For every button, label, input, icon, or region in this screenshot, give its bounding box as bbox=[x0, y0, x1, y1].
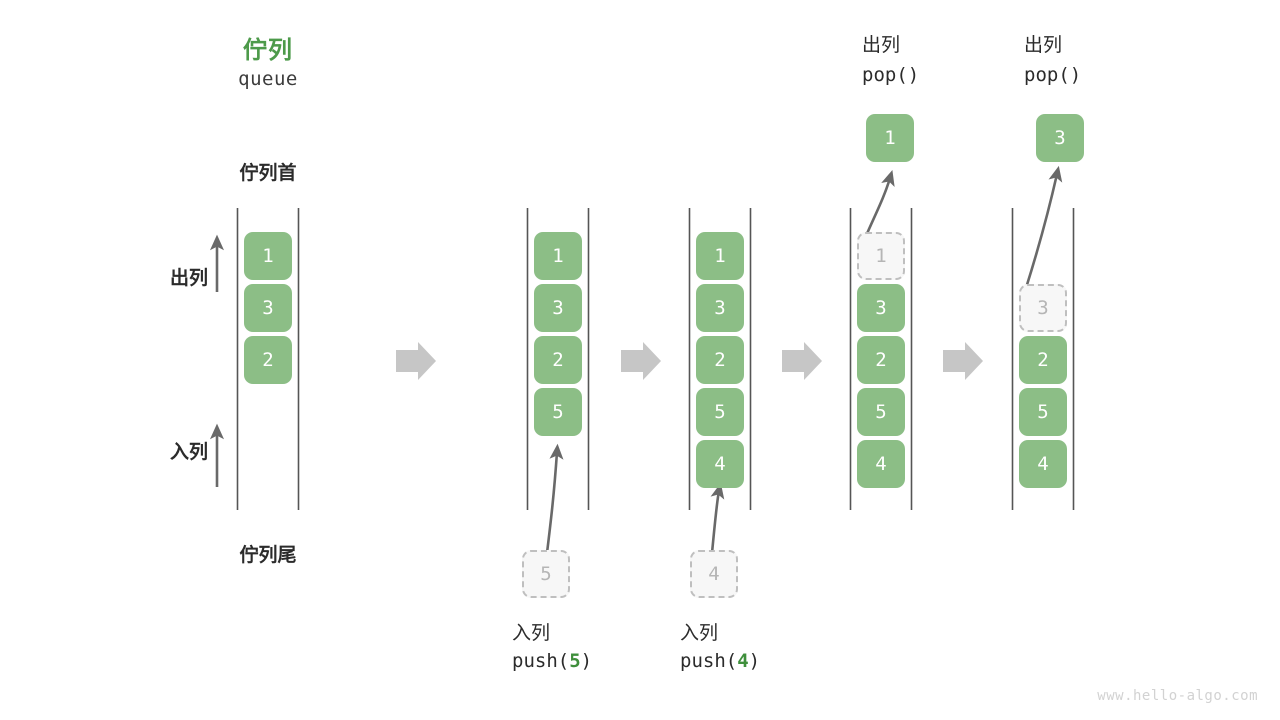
pending-element-ghost: 4 bbox=[690, 550, 738, 598]
queue-tail-label: 佇列尾 bbox=[239, 545, 297, 566]
caption-push-5: 入列 push(5) bbox=[512, 620, 712, 675]
step-connector-2 bbox=[621, 342, 661, 380]
queue-element: 3 bbox=[857, 284, 905, 332]
pop-arrow-col-4 bbox=[864, 170, 895, 237]
queue-element: 2 bbox=[1019, 336, 1067, 384]
queue-element-new: 4 bbox=[696, 440, 744, 488]
queue-element: 1 bbox=[534, 232, 582, 280]
caption-cn: 入列 bbox=[680, 623, 719, 644]
caption-push-4: 入列 push(4) bbox=[680, 620, 880, 675]
caption-arg: 5 bbox=[569, 649, 581, 672]
diagram-title-en: queue bbox=[238, 68, 298, 90]
popped-element: 1 bbox=[866, 114, 914, 162]
caption-cn: 出列 bbox=[862, 35, 901, 56]
queue-element: 5 bbox=[696, 388, 744, 436]
diagram-title-cn: 佇列 bbox=[243, 37, 293, 64]
step-connector-3 bbox=[782, 342, 822, 380]
caption-code: push(4) bbox=[680, 649, 761, 672]
queue-element: 1 bbox=[696, 232, 744, 280]
removed-element-ghost: 1 bbox=[857, 232, 905, 280]
queue-element-new: 5 bbox=[534, 388, 582, 436]
step-connector-1 bbox=[396, 342, 436, 380]
queue-element: 3 bbox=[534, 284, 582, 332]
removed-element-ghost: 3 bbox=[1019, 284, 1067, 332]
caption-cn: 入列 bbox=[512, 623, 551, 644]
queue-element: 2 bbox=[857, 336, 905, 384]
push-arrow-col-2 bbox=[545, 443, 564, 554]
side-label-dequeue: 出列 bbox=[169, 268, 208, 289]
pop-arrow-col-5 bbox=[1024, 165, 1063, 289]
side-label-enqueue: 入列 bbox=[169, 442, 208, 463]
queue-element: 5 bbox=[857, 388, 905, 436]
step-connector-4 bbox=[943, 342, 983, 380]
queue-element: 4 bbox=[857, 440, 905, 488]
caption-cn: 出列 bbox=[1024, 35, 1063, 56]
pending-element-ghost: 5 bbox=[522, 550, 570, 598]
push-arrow-col-3 bbox=[710, 482, 725, 554]
caption-code: pop() bbox=[1024, 63, 1082, 86]
watermark: www.hello-algo.com bbox=[1097, 688, 1258, 704]
queue-element: 3 bbox=[244, 284, 292, 332]
caption-code: push(5) bbox=[512, 649, 593, 672]
queue-element: 3 bbox=[696, 284, 744, 332]
caption-arg: 4 bbox=[737, 649, 749, 672]
queue-element: 2 bbox=[696, 336, 744, 384]
caption-code: pop() bbox=[862, 63, 920, 86]
queue-element: 1 bbox=[244, 232, 292, 280]
queue-element: 5 bbox=[1019, 388, 1067, 436]
queue-element: 2 bbox=[534, 336, 582, 384]
caption-pop-3: 出列 pop() bbox=[1024, 32, 1184, 89]
queue-element: 2 bbox=[244, 336, 292, 384]
queue-head-label: 佇列首 bbox=[239, 163, 297, 184]
caption-pop-1: 出列 pop() bbox=[862, 32, 1022, 89]
queue-element: 4 bbox=[1019, 440, 1067, 488]
popped-element: 3 bbox=[1036, 114, 1084, 162]
